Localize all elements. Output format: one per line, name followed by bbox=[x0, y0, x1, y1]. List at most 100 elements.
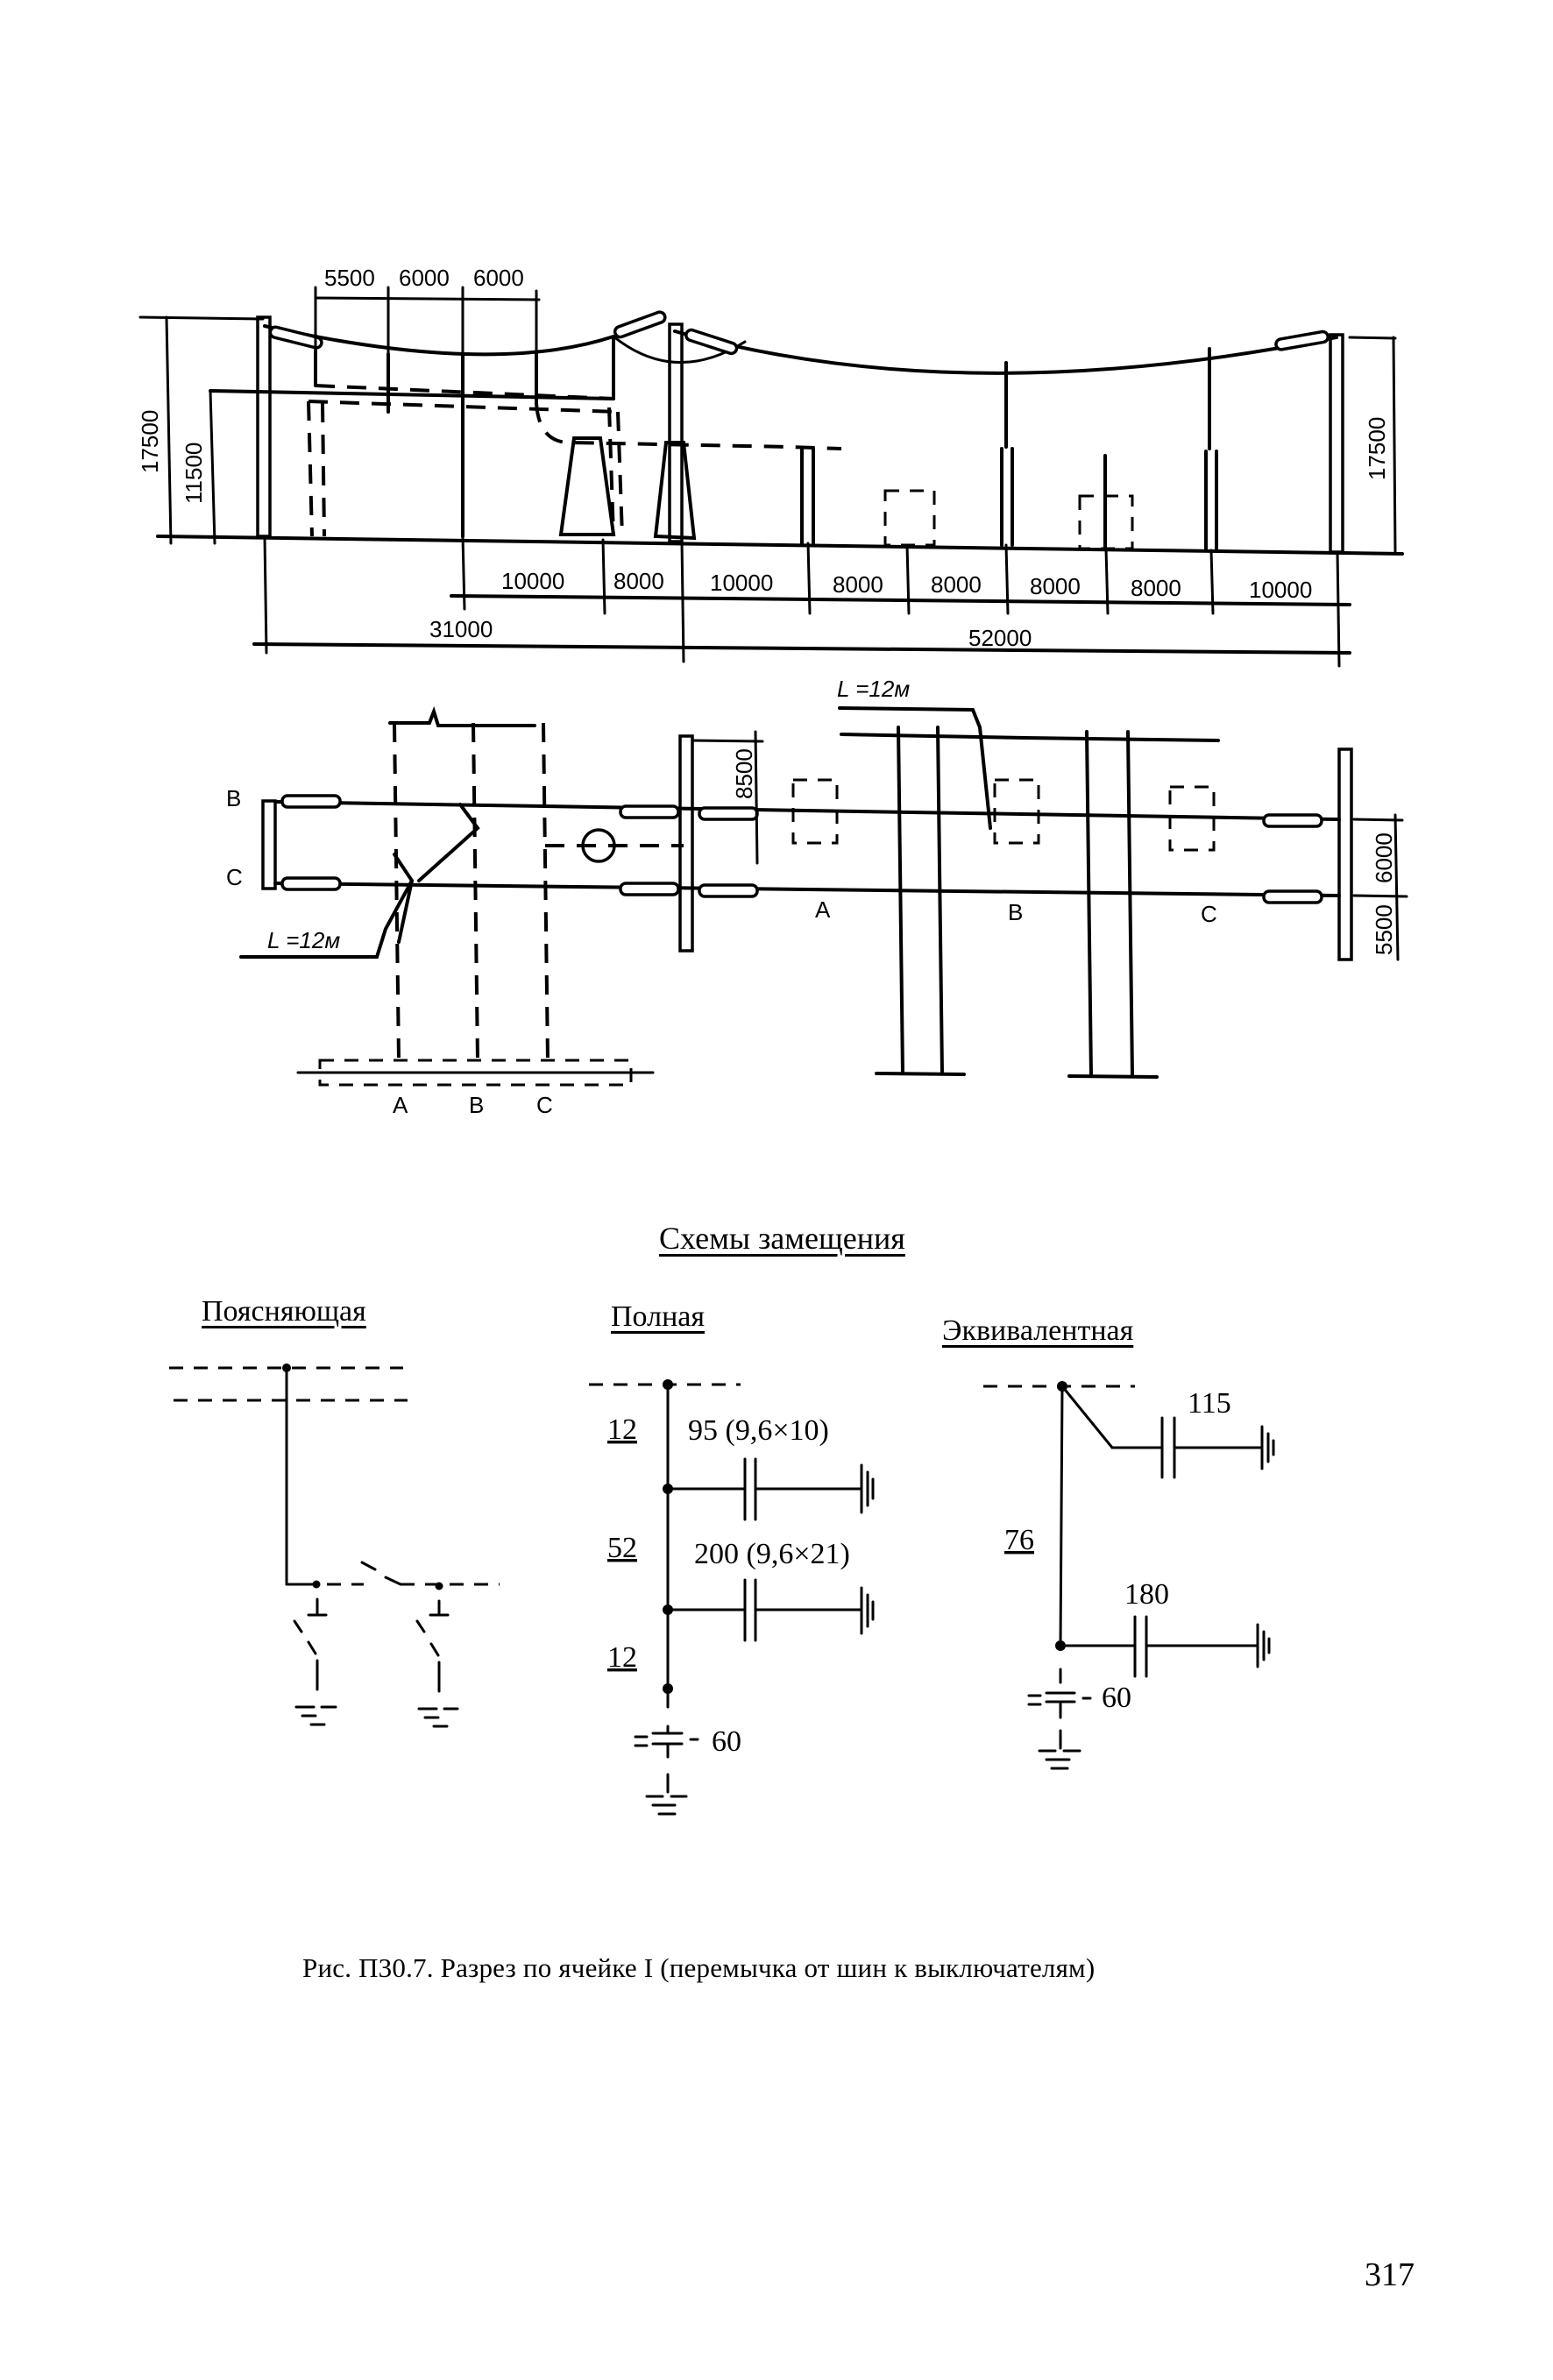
insulator-string bbox=[280, 794, 342, 809]
capacitor-value: 115 bbox=[1188, 1387, 1231, 1420]
junction-dot bbox=[282, 1364, 291, 1372]
apparatus-support bbox=[653, 441, 697, 541]
bus-phase-dashed bbox=[542, 722, 550, 1061]
plan-end-post bbox=[261, 799, 277, 890]
schemes-title: Схемы замещения bbox=[659, 1221, 905, 1256]
bus-support-dashed bbox=[321, 402, 326, 537]
switch-blade bbox=[360, 1561, 377, 1571]
segment-value: 52 bbox=[607, 1532, 637, 1564]
bay-dim-label: 10000 bbox=[501, 568, 564, 594]
bay-dim-label: 10000 bbox=[710, 570, 773, 596]
full-scheme-title: Полная bbox=[611, 1300, 705, 1333]
leader-line bbox=[838, 706, 992, 830]
apparatus-bracket bbox=[791, 778, 839, 845]
junction-dot bbox=[312, 1580, 321, 1589]
junction-dot bbox=[663, 1683, 673, 1694]
bus-phase-label: C bbox=[536, 1092, 553, 1118]
segment-value: 76 bbox=[1004, 1524, 1034, 1556]
phase-label: C bbox=[226, 864, 243, 890]
figure-caption: Рис. П30.7. Разрез по ячейке I (перемычк… bbox=[302, 1952, 1096, 1983]
junction-dot bbox=[1057, 1381, 1067, 1392]
insulator-string bbox=[1274, 329, 1330, 351]
apparatus-support bbox=[558, 436, 616, 536]
dim-line bbox=[209, 389, 216, 545]
equivalent-scheme: 76 115 180 60 bbox=[983, 1381, 1275, 1770]
substation-drawing: 5500 6000 6000 17500 11500 17500 10000 8… bbox=[137, 265, 1408, 1118]
dim-label: 17500 bbox=[137, 410, 163, 473]
junction-dot bbox=[663, 1484, 673, 1494]
junction-dot bbox=[1055, 1640, 1066, 1651]
bay-dim-label: 8000 bbox=[1030, 573, 1081, 599]
dim-line bbox=[754, 730, 759, 865]
insulator-string bbox=[619, 882, 680, 896]
insulator-string bbox=[280, 876, 342, 891]
insulator-string bbox=[1262, 813, 1323, 828]
ground-capacitor-value: 60 bbox=[1102, 1682, 1131, 1714]
bay-dim-label: 8000 bbox=[931, 571, 982, 598]
phase-c-wire bbox=[273, 882, 1341, 897]
explanatory-scheme bbox=[169, 1364, 500, 1728]
earthing-switch bbox=[293, 1597, 337, 1726]
insulator-string bbox=[619, 804, 680, 819]
jumper-diagonal bbox=[417, 803, 480, 882]
dim-label: 5500 bbox=[324, 265, 375, 291]
dim-label: 6000 bbox=[399, 265, 450, 291]
bus-phase-label: B bbox=[469, 1092, 484, 1118]
capacitor-branch bbox=[1059, 1615, 1271, 1678]
dim-line bbox=[1348, 336, 1397, 340]
overall-dim-line bbox=[252, 642, 1351, 655]
dim-line bbox=[691, 739, 764, 743]
dim-label: 11500 bbox=[181, 443, 207, 504]
plan-view: B C L =12м L =12м A B C A B C 8500 6000 … bbox=[226, 676, 1408, 1118]
ground-capacitor bbox=[1027, 1668, 1092, 1770]
portal-mast-right bbox=[1329, 333, 1344, 554]
bay-dim-label: 8000 bbox=[833, 571, 883, 598]
busbar-dashed bbox=[315, 384, 614, 400]
bay-dim-line bbox=[450, 594, 1351, 606]
capacitor-branch bbox=[666, 1578, 875, 1642]
catenary-right bbox=[673, 329, 1338, 375]
phase-b-wire bbox=[273, 800, 1341, 821]
bay-phase-label: B bbox=[1008, 899, 1023, 925]
bay-top-line bbox=[1024, 736, 1220, 742]
jumper-dashed bbox=[535, 402, 842, 450]
bay-dim-ticks bbox=[263, 535, 1341, 668]
ground-line bbox=[156, 535, 1404, 556]
insulator-string bbox=[268, 325, 323, 350]
bay-member bbox=[1085, 730, 1093, 1078]
capacitor-value: 200 (9,6×21) bbox=[694, 1538, 850, 1570]
dim-label: 8500 bbox=[731, 748, 757, 799]
bay-top-line bbox=[840, 733, 1027, 740]
leader-line bbox=[239, 927, 387, 959]
dim-line bbox=[314, 296, 541, 301]
plan-post-right bbox=[1337, 747, 1353, 961]
catenary-left bbox=[263, 324, 615, 357]
segment-value: 12 bbox=[607, 1413, 637, 1446]
bus-phase-label: A bbox=[393, 1092, 408, 1118]
bus-support-dashed bbox=[607, 407, 615, 537]
main-line bbox=[1059, 1385, 1064, 1647]
phase-label: B bbox=[226, 785, 241, 811]
bay-phase-label: C bbox=[1201, 901, 1217, 927]
bay-member bbox=[1126, 730, 1134, 1078]
dim-label: 6000 bbox=[473, 265, 524, 291]
jumper-diagonal bbox=[384, 879, 414, 931]
bay-dim-label: 8000 bbox=[1131, 575, 1181, 601]
capacitor-value: 95 (9,6×10) bbox=[688, 1414, 829, 1447]
bus-support-dashed bbox=[307, 400, 314, 537]
wire-length-label: L =12м bbox=[267, 927, 340, 953]
bay-bottom-line bbox=[1067, 1074, 1159, 1079]
bay-phase-label: A bbox=[815, 896, 831, 923]
wire-length-label: L =12м bbox=[837, 676, 910, 702]
full-scheme: 12 52 12 95 (9,6×10) 200 (9,6×21) 60 bbox=[589, 1379, 875, 1816]
junction-dot bbox=[663, 1379, 673, 1390]
apparatus-box-dashed bbox=[883, 489, 936, 547]
dim-line bbox=[165, 315, 173, 545]
dim-line bbox=[1392, 336, 1397, 556]
explanatory-scheme-title: Поясняющая bbox=[202, 1295, 366, 1328]
bus-support-dashed bbox=[616, 411, 624, 537]
insulator-string bbox=[1262, 889, 1323, 904]
page-number: 317 bbox=[1365, 2256, 1415, 2293]
capacitor-value: 180 bbox=[1124, 1578, 1169, 1611]
equivalent-scheme-title: Эквивалентная bbox=[942, 1314, 1134, 1347]
